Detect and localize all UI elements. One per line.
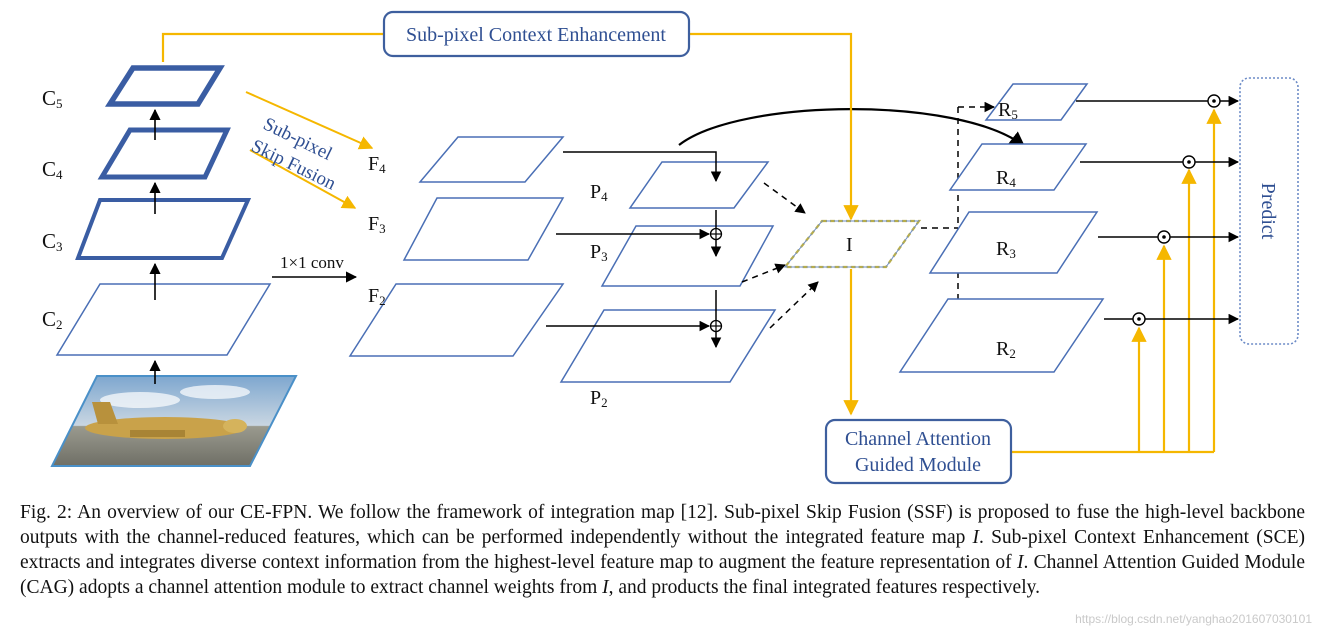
label-c4: C4 [42,157,63,182]
integration-map: I [782,219,922,269]
caption-var-2: I [1016,552,1024,573]
ce-fpn-diagram: C5 C4 C3 C2 Sub-pixel Skip Fusion 1×1 co… [42,10,1299,485]
integration-label: I [846,234,853,256]
predict-box: Predict [1239,77,1299,345]
integration-inputs [741,182,819,329]
label-r5: R5 [998,99,1018,122]
plane-p2 [559,309,777,383]
cag-label-line2: Guided Module [855,454,981,476]
plane-p4 [628,161,770,209]
plane-p3 [600,225,775,287]
figure-caption: Fig. 2: An overview of our CE-FPN. We fo… [20,500,1305,600]
caption-part-3: . Channel Attention Guided Module (CAG) … [20,552,1305,598]
label-p2: P2 [590,387,608,410]
plane-r3 [928,211,1099,274]
backbone-stack: C5 C4 C3 C2 [42,65,272,384]
backbone-plane-c3 [75,198,252,260]
label-f3: F3 [368,213,386,236]
sce-label: Sub-pixel Context Enhancement [406,24,666,46]
yellow-paths [161,32,1222,454]
product-nodes [1132,94,1221,326]
plane-f3 [402,197,565,261]
plane-f4 [418,136,565,183]
caption-var-3: I [602,577,609,598]
watermark: https://blog.csdn.net/yanghao20160703010… [1075,612,1312,626]
conv-arrow: 1×1 conv [272,253,358,283]
label-c5: C5 [42,86,63,111]
label-f2: F2 [368,285,386,308]
caption-part-2: . Sub-pixel Context Enhancement (SCE) ex… [20,527,1305,573]
label-p4: P4 [590,181,608,204]
label-r4: R4 [996,167,1016,190]
conv-label: 1×1 conv [280,253,344,272]
plane-r5 [984,83,1089,121]
predict-outputs [1076,95,1240,325]
reduced-features: F4 F3 F2 [348,136,565,357]
caption-part-4: , and products the final integrated feat… [608,577,1040,598]
label-f4: F4 [368,153,386,176]
caption-part-1: Fig. 2: An overview of our CE-FPN. We fo… [20,502,1305,548]
sce-box: Sub-pixel Context Enhancement [382,10,691,58]
label-c3: C3 [42,229,63,254]
pyramid-features: P4 P3 P2 [546,151,777,410]
label-c2: C2 [42,307,63,332]
backbone-plane-c2 [55,283,272,356]
plane-f2 [348,283,565,357]
backbone-plane-c4 [97,127,231,180]
label-r2: R2 [996,338,1016,361]
ssf-arrows: Sub-pixel Skip Fusion [245,91,374,209]
cag-box: Channel Attention Guided Module [824,418,1013,485]
label-r3: R3 [996,238,1016,261]
input-image [50,375,298,467]
cag-label-line1: Channel Attention [845,428,991,450]
predict-label: Predict [1257,183,1279,240]
plane-r2 [898,298,1105,373]
label-p3: P3 [590,241,608,264]
plane-r4 [948,143,1088,191]
refined-features: R5 R4 R3 R2 [898,83,1105,373]
caption-var-1: I [972,527,980,548]
backbone-plane-c5 [104,65,225,107]
